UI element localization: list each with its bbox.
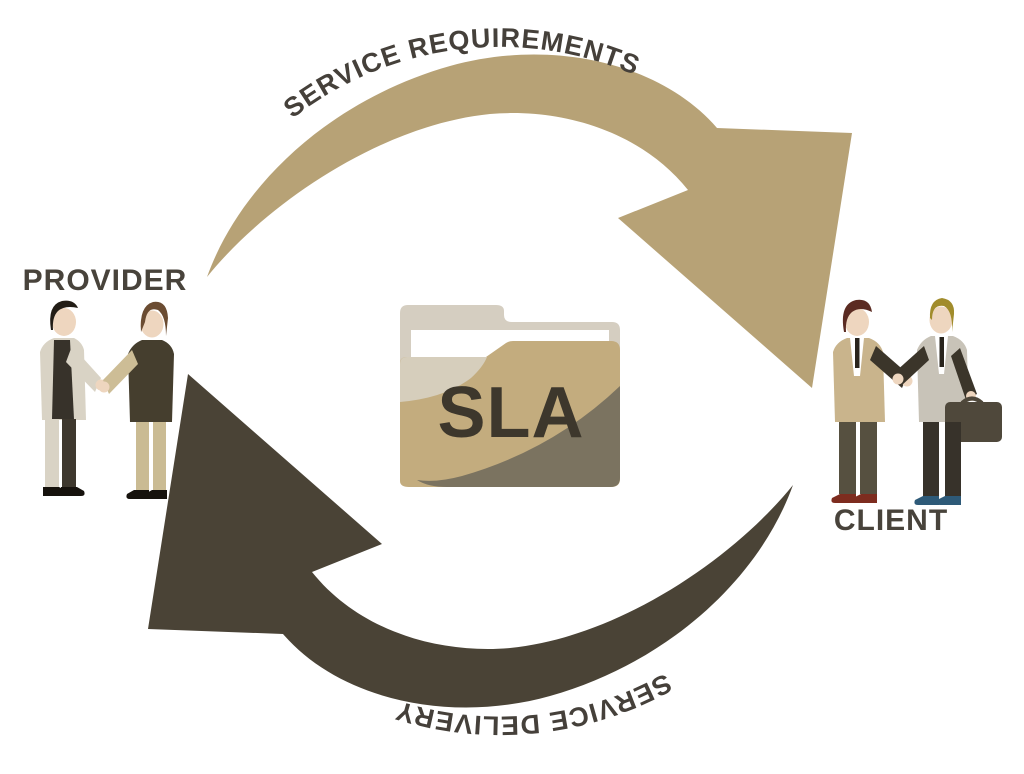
provider-man-left: [40, 300, 107, 496]
provider-label: PROVIDER: [23, 264, 188, 297]
leg: [136, 422, 149, 492]
shoe: [936, 496, 961, 505]
hair: [140, 301, 168, 336]
client-man-left: [831, 299, 913, 503]
arm: [66, 346, 101, 392]
hair: [50, 300, 78, 330]
torso-vest: [128, 340, 174, 422]
arm-briefcase: [951, 348, 977, 400]
head: [140, 310, 164, 338]
shoe: [61, 487, 85, 496]
provider-figures: [40, 300, 174, 499]
client-figures: [831, 298, 1002, 505]
leg-front: [45, 419, 59, 489]
sla-folder-icon: SLA: [400, 305, 620, 487]
leg: [153, 422, 166, 492]
arm: [103, 350, 138, 394]
folder-shadow-swoosh: [417, 386, 620, 487]
provider-man-right: [98, 301, 174, 499]
client-label: CLIENT: [834, 504, 948, 537]
shoe: [852, 494, 877, 503]
hand: [98, 381, 110, 393]
head: [929, 306, 953, 334]
briefcase-handle: [960, 396, 984, 405]
tie: [855, 338, 860, 368]
sla-label: SLA: [438, 373, 585, 453]
leg-back: [62, 419, 76, 489]
client-man-right: [892, 298, 1002, 505]
shoe: [914, 496, 939, 505]
shoe: [144, 490, 167, 499]
shoe: [126, 490, 149, 499]
hair: [929, 298, 955, 332]
arm-handshake: [895, 346, 929, 386]
leg: [923, 422, 939, 496]
leg: [860, 422, 877, 494]
hair: [842, 299, 872, 332]
leg: [945, 422, 961, 496]
head: [845, 308, 869, 336]
shoe: [831, 494, 856, 503]
folder-highlight: [400, 357, 487, 402]
leg: [839, 422, 856, 494]
hand: [892, 373, 904, 385]
head: [52, 308, 76, 336]
tie: [939, 337, 944, 367]
